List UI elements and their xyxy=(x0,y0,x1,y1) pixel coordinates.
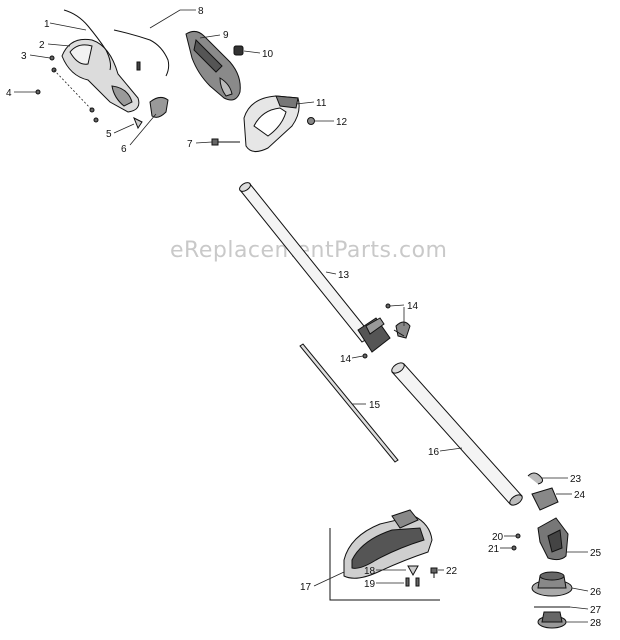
callout-14-upper: 14 xyxy=(407,301,419,312)
callout-24: 24 xyxy=(574,490,586,501)
callout-8: 8 xyxy=(198,6,204,17)
part-4-screw[interactable] xyxy=(35,89,41,95)
part-15-drive-shaft[interactable] xyxy=(299,343,399,463)
part-18-blade[interactable] xyxy=(407,565,419,577)
callout-7: 7 xyxy=(187,139,193,150)
callout-25: 25 xyxy=(590,548,602,559)
part-3-screws[interactable] xyxy=(49,55,99,123)
part-7-bolt[interactable] xyxy=(211,138,240,146)
part-25-gearhead[interactable] xyxy=(537,517,569,561)
part-1-wire[interactable] xyxy=(63,9,111,71)
part-17-guard[interactable] xyxy=(343,509,433,579)
callout-20: 20 xyxy=(492,532,504,543)
part-21-screw[interactable] xyxy=(511,545,517,551)
part-17-frame xyxy=(329,528,440,601)
leader-lines xyxy=(14,9,589,623)
part-20-screw[interactable] xyxy=(515,533,521,539)
part-14-screw[interactable] xyxy=(362,353,368,359)
callout-9: 9 xyxy=(223,30,229,41)
callout-1: 1 xyxy=(44,19,50,30)
callout-22: 22 xyxy=(446,566,458,577)
callout-17: 17 xyxy=(300,582,312,593)
part-9-handle-half[interactable] xyxy=(185,30,241,101)
part-26-spool[interactable] xyxy=(531,571,573,597)
callout-11: 11 xyxy=(316,98,327,109)
part-23-spring[interactable] xyxy=(527,472,544,485)
part-24-clamp[interactable] xyxy=(531,487,559,511)
callout-21: 21 xyxy=(488,544,500,555)
callout-12: 12 xyxy=(336,117,348,128)
callout-13: 13 xyxy=(338,270,350,281)
callout-16: 16 xyxy=(428,447,440,458)
part-3-assembly-line xyxy=(53,69,93,111)
callout-3: 3 xyxy=(21,51,27,62)
callout-14-lower: 14 xyxy=(340,354,352,365)
part-19-screws[interactable] xyxy=(405,577,420,587)
part-8-throttle-cable[interactable] xyxy=(113,29,170,77)
part-13-upper-shaft[interactable] xyxy=(238,181,391,353)
callout-5: 5 xyxy=(106,129,112,140)
part-2-handle-housing[interactable] xyxy=(61,38,140,113)
part-5-clip[interactable] xyxy=(133,116,143,130)
part-10-switch[interactable] xyxy=(233,45,244,56)
callout-28: 28 xyxy=(590,618,602,629)
part-14-nut[interactable] xyxy=(385,303,391,309)
callout-23: 23 xyxy=(570,474,582,485)
part-28-spool-cap[interactable] xyxy=(537,611,567,629)
callout-4: 4 xyxy=(6,88,12,99)
part-14-clamp-knob[interactable] xyxy=(393,321,411,339)
callout-15: 15 xyxy=(369,400,381,411)
part-8-cable-end xyxy=(136,61,141,71)
part-12-knob[interactable] xyxy=(307,117,315,125)
callout-10: 10 xyxy=(262,49,274,60)
part-22-bolt[interactable] xyxy=(430,567,438,578)
part-11-assist-handle[interactable] xyxy=(243,95,300,152)
callout-26: 26 xyxy=(590,587,602,598)
part-6-trigger[interactable] xyxy=(149,96,169,118)
callout-19: 19 xyxy=(364,579,376,590)
callout-27: 27 xyxy=(590,605,602,616)
callout-6: 6 xyxy=(121,144,127,155)
part-16-lower-shaft[interactable] xyxy=(390,361,524,507)
callout-18: 18 xyxy=(364,566,376,577)
callout-labels: 1 2 3 4 5 6 7 8 9 10 11 12 13 14 14 15 1… xyxy=(6,6,602,629)
callout-2: 2 xyxy=(39,40,45,51)
